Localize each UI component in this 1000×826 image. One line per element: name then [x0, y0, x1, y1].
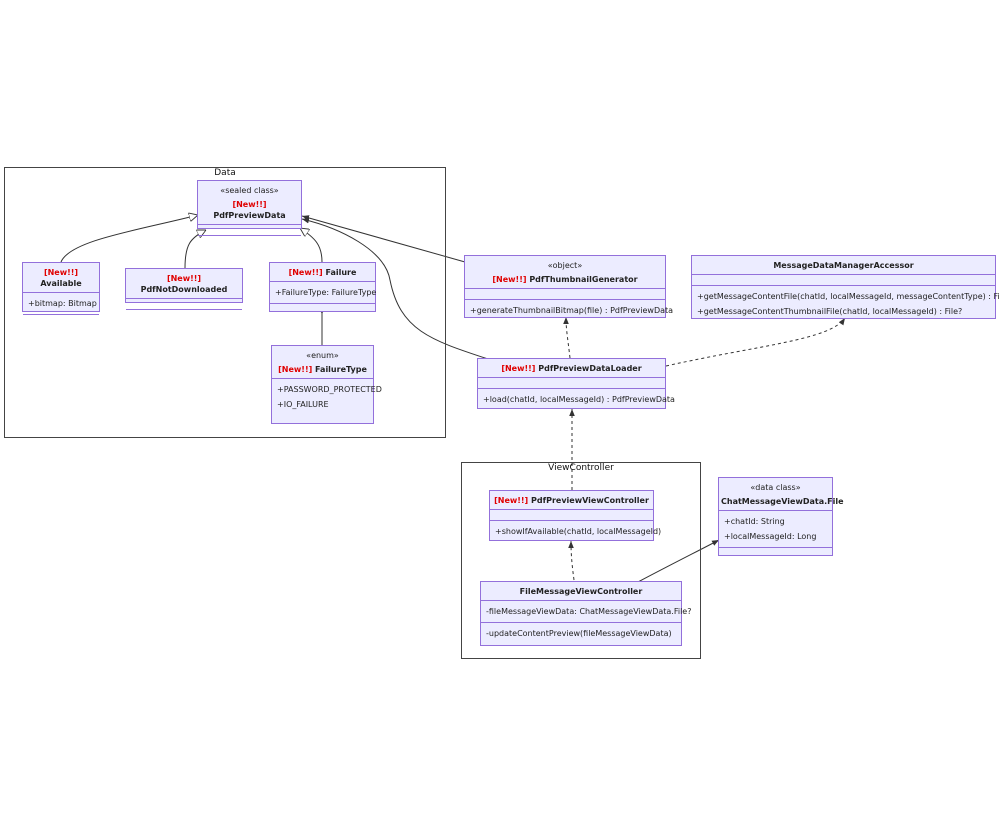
class-name: [New!!] PdfPreviewData [213, 200, 286, 220]
new-tag: [New!!] [232, 200, 267, 209]
class-name: [New!!] Failure [288, 268, 357, 277]
new-tag: [New!!] [494, 496, 529, 505]
stereotype: «data class» [750, 483, 801, 492]
method-row: +getMessageContentThumbnailFile(chatId, … [697, 307, 963, 316]
stereotype: «enum» [306, 351, 339, 360]
attributes-section [478, 378, 665, 389]
class-failure-type[interactable]: «enum» [New!!] FailureType +PASSWORD_PRO… [271, 345, 382, 424]
attribute-row: +FailureType: FailureType [275, 288, 377, 297]
attributes-section [126, 299, 242, 310]
edge-generator-to-data [301, 215, 466, 263]
class-name: [New!!] PdfNotDownloaded [140, 274, 228, 294]
edge-available-inherits [60, 215, 198, 263]
new-tag: [New!!] [501, 364, 536, 373]
class-header: [New!!] PdfPreviewViewController [490, 491, 653, 510]
method-row: +load(chatId, localMessageId) : PdfPrevi… [483, 395, 675, 404]
package-viewcontroller-title: ViewController [548, 463, 614, 473]
edge-notdownloaded-inherits [184, 230, 206, 269]
class-name: FileMessageViewController [519, 587, 643, 596]
attributes-section: +FailureType: FailureType [270, 282, 377, 304]
new-tag: [New!!] [492, 275, 527, 284]
new-tag: [New!!] [43, 268, 79, 277]
method-row: +generateThumbnailBitmap(file) : PdfPrev… [470, 306, 674, 315]
class-chat-message-view-data-file[interactable]: «data class» ChatMessageViewData.File +c… [718, 477, 844, 558]
attributes-section [692, 275, 995, 286]
class-header: [New!!] PdfPreviewDataLoader [478, 359, 665, 378]
class-name: [New!!] FailureType [278, 365, 367, 374]
methods-section: +showIfAvailable(chatId, localMessageId) [490, 521, 662, 542]
method-row: +showIfAvailable(chatId, localMessageId) [495, 527, 662, 536]
attributes-section: +bitmap: Bitmap [23, 293, 99, 315]
methods-section: +load(chatId, localMessageId) : PdfPrevi… [478, 389, 675, 410]
attributes-section: +chatId: String +localMessageId: Long [719, 511, 832, 548]
method-row: -updateContentPreview(fileMessageViewDat… [486, 629, 672, 638]
edge-filevc-to-viewdata [637, 539, 720, 583]
class-header: [New!!] Available [23, 263, 99, 293]
class-available[interactable]: [New!!] Available +bitmap: Bitmap [22, 262, 100, 315]
edge-loader-to-generator [563, 316, 571, 359]
methods-section [198, 236, 301, 246]
attributes-section [490, 510, 653, 521]
attribute-row: +bitmap: Bitmap [28, 299, 97, 308]
methods-section [719, 548, 832, 558]
methods-section [23, 315, 99, 325]
methods-section [270, 304, 375, 314]
class-message-data-manager-accessor[interactable]: MessageDataManagerAccessor +getMessageCo… [691, 255, 1000, 322]
methods-section: +generateThumbnailBitmap(file) : PdfPrev… [465, 300, 674, 321]
edge-filevc-to-pdfvc [568, 540, 575, 581]
class-pdf-thumbnail-generator[interactable]: «object» [New!!] PdfThumbnailGenerator +… [464, 255, 674, 321]
class-file-message-view-controller[interactable]: FileMessageViewController -fileMessageVi… [480, 581, 692, 646]
attributes-section: -fileMessageViewData: ChatMessageViewDat… [481, 601, 692, 623]
class-name: [New!!] PdfThumbnailGenerator [492, 275, 638, 284]
attribute-row: -fileMessageViewData: ChatMessageViewDat… [486, 607, 692, 616]
edge-loader-to-accessor [665, 317, 846, 367]
methods-section [126, 310, 242, 320]
class-header: «sealed class» [New!!] PdfPreviewData [198, 181, 301, 225]
attributes-section [198, 225, 301, 236]
class-name: ChatMessageViewData.File [721, 497, 844, 506]
methods-section: -updateContentPreview(fileMessageViewDat… [481, 623, 681, 644]
attribute-row: +chatId: String [724, 517, 785, 526]
class-header: MessageDataManagerAccessor [692, 256, 995, 275]
methods-section: +getMessageContentFile(chatId, localMess… [692, 286, 1000, 322]
class-header: FileMessageViewController [481, 582, 681, 601]
enum-value: +PASSWORD_PROTECTED [277, 385, 382, 394]
class-name: MessageDataManagerAccessor [773, 261, 914, 270]
class-name: [New!!] Available [40, 268, 82, 288]
class-pdf-not-downloaded[interactable]: [New!!] PdfNotDownloaded [125, 268, 243, 310]
new-tag: [New!!] [166, 274, 202, 283]
new-tag: [New!!] [288, 268, 323, 277]
enum-value: +IO_FAILURE [277, 400, 329, 409]
class-failure[interactable]: [New!!] Failure +FailureType: FailureTyp… [269, 262, 376, 312]
package-data: Data [4, 167, 446, 438]
stereotype: «sealed class» [220, 186, 279, 195]
class-pdf-preview-data-loader[interactable]: [New!!] PdfPreviewDataLoader +load(chatI… [477, 358, 675, 410]
edge-loader-to-data [301, 217, 489, 360]
class-name: [New!!] PdfPreviewViewController [494, 496, 649, 505]
stereotype: «object» [547, 261, 583, 270]
class-name: [New!!] PdfPreviewDataLoader [501, 364, 642, 373]
class-header: «data class» ChatMessageViewData.File [719, 478, 844, 511]
class-pdf-preview-view-controller[interactable]: [New!!] PdfPreviewViewController +showIf… [489, 490, 662, 542]
values-section: +PASSWORD_PROTECTED +IO_FAILURE [272, 379, 382, 415]
attributes-section [465, 289, 665, 300]
package-data-title: Data [214, 168, 236, 178]
class-header: [New!!] PdfNotDownloaded [126, 269, 242, 299]
edge-failure-inherits [300, 228, 323, 263]
method-row: +getMessageContentFile(chatId, localMess… [697, 292, 1000, 301]
class-header: [New!!] Failure [270, 263, 375, 282]
new-tag: [New!!] [278, 365, 313, 374]
attribute-row: +localMessageId: Long [724, 532, 817, 541]
class-header: «enum» [New!!] FailureType [272, 346, 373, 379]
package-viewcontroller: ViewController [461, 462, 701, 659]
class-header: «object» [New!!] PdfThumbnailGenerator [465, 256, 665, 289]
class-pdf-preview-data[interactable]: «sealed class» [New!!] PdfPreviewData [197, 180, 302, 236]
